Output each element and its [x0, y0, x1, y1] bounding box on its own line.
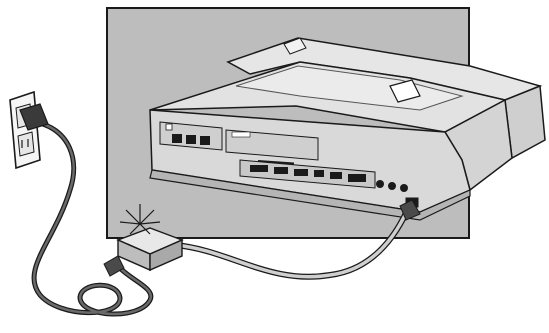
- port-connector: [250, 165, 268, 172]
- cord-connector: [104, 256, 124, 276]
- port-connector: [314, 170, 324, 177]
- wall-outlet: [10, 92, 40, 168]
- port-connector: [348, 174, 366, 182]
- port-connector: [330, 172, 342, 179]
- port-indicator: [166, 124, 172, 130]
- port-jack: [200, 136, 210, 145]
- port-jack: [186, 135, 196, 144]
- outlet-socket: [18, 132, 34, 156]
- audio-jack: [376, 180, 384, 188]
- port-jack: [172, 134, 182, 143]
- audio-jack: [400, 184, 408, 192]
- port-label: [232, 132, 250, 137]
- port-connector: [294, 169, 308, 176]
- audio-jack: [388, 182, 396, 190]
- wall-outlet-plate: [10, 92, 40, 168]
- port-connector: [274, 167, 288, 174]
